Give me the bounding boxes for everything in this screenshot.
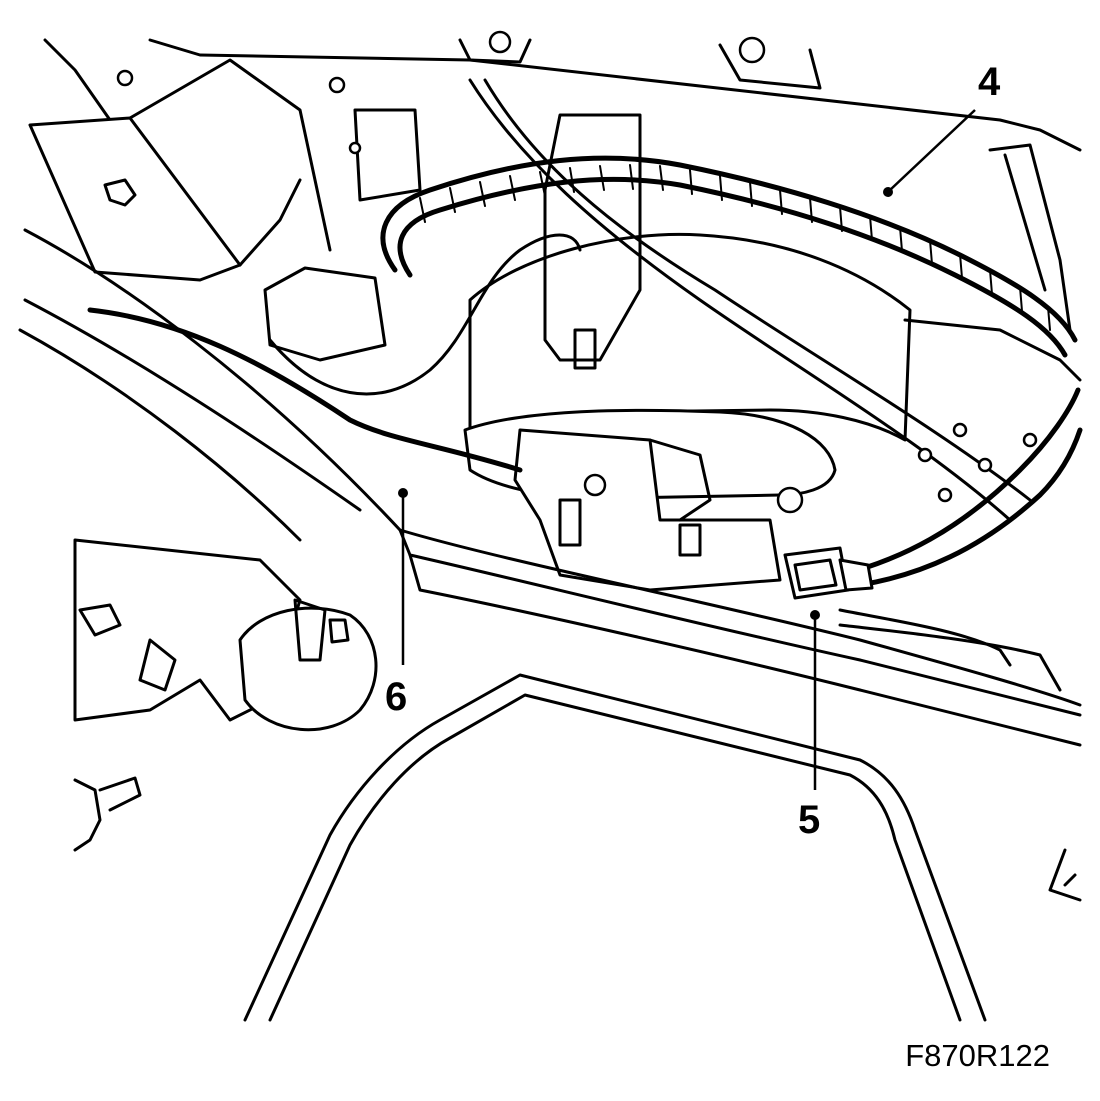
upper-dashboard-frame — [43, 30, 1082, 202]
callout-6-label: 6 — [385, 675, 408, 719]
wiring-harness — [380, 155, 1078, 358]
callout-4-label: 4 — [978, 60, 1001, 104]
sill-rails — [18, 228, 1082, 747]
connector-block — [263, 108, 422, 362]
lower-mounting-structure — [513, 428, 804, 592]
floor-contour — [243, 673, 987, 1022]
electrical-connector — [783, 546, 874, 600]
callout-5-label: 5 — [798, 798, 821, 842]
right-side-panel — [903, 143, 1082, 503]
left-bracket — [28, 58, 332, 282]
right-edge-bracket — [1048, 848, 1082, 902]
lower-left-components — [73, 538, 378, 852]
wiring-cables — [87, 233, 1083, 588]
callout-leaders — [398, 109, 976, 790]
figure-code: F870R122 — [905, 1038, 1050, 1073]
